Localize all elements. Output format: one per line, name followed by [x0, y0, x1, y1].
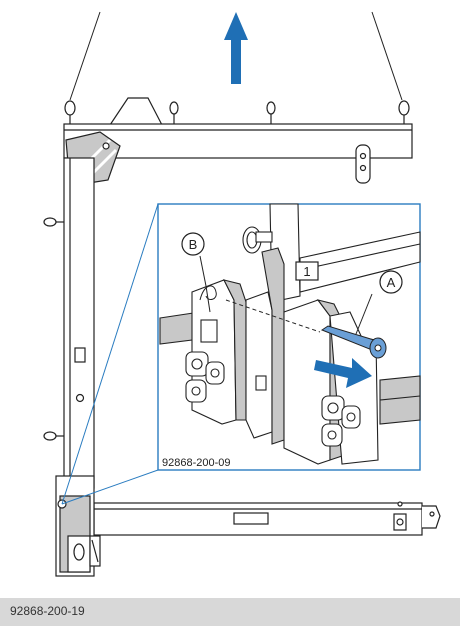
- inset-ring: [242, 226, 273, 254]
- callout-1-label: 1: [303, 264, 310, 279]
- callout-b-label: B: [189, 237, 198, 252]
- inset-left-plate: [185, 279, 247, 425]
- inset-leader-lines: [61, 203, 159, 505]
- callout-a: A: [355, 270, 403, 335]
- push-arrow-icon: [314, 358, 372, 388]
- callout-a-label: A: [387, 275, 396, 290]
- lifting-cables: [69, 11, 403, 101]
- clip-b-icon: [199, 285, 217, 313]
- callout-1-tag: 1: [295, 261, 319, 281]
- top-beam: [63, 97, 413, 159]
- vertical-post: [43, 157, 95, 489]
- top-beam-lug: [355, 144, 371, 184]
- caption-bar: 92868-200-19: [0, 598, 460, 626]
- inset-front-plate: [283, 299, 379, 465]
- figure-caption: 92868-200-19: [10, 604, 85, 618]
- inset-middle-plate: [245, 247, 285, 445]
- pin-axis-line: [225, 299, 321, 333]
- detail-inset: 1: [157, 203, 421, 471]
- lifting-eye-icons: [64, 100, 410, 124]
- assembly-diagram: 1: [43, 11, 441, 577]
- inset-beam: [159, 203, 421, 425]
- callout-b: B: [181, 232, 207, 287]
- lift-arrow-icon: [224, 12, 248, 84]
- pin-a-icon: [320, 325, 387, 359]
- inset-id-label: 92868-200-09: [162, 457, 231, 469]
- bottom-beam: [93, 501, 441, 536]
- hinge-block: [55, 475, 101, 577]
